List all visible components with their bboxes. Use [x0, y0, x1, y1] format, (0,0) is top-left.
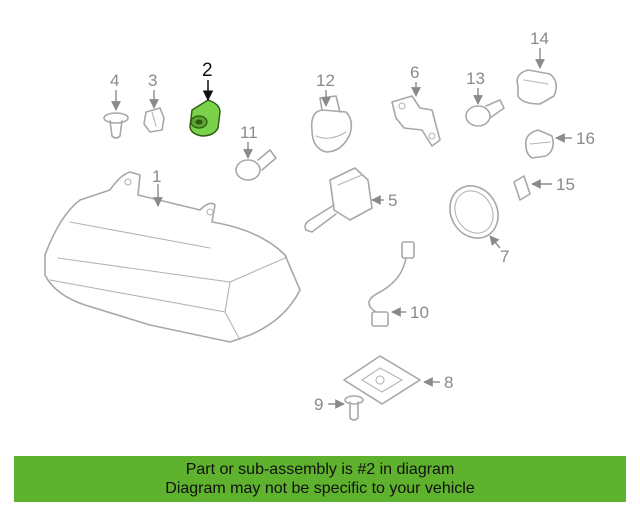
callout-13: 13 — [466, 69, 485, 88]
leader-lines — [111, 48, 572, 409]
banner-line-2: Diagram may not be specific to your vehi… — [165, 480, 475, 497]
ring-part-7[interactable] — [441, 177, 508, 247]
callout-10: 10 — [410, 303, 429, 322]
callout-9: 9 — [314, 395, 323, 414]
callout-12: 12 — [316, 71, 335, 90]
parts-diagram: 4 3 2 1 5 6 7 8 9 10 11 12 13 14 15 16 — [44, 29, 595, 421]
headlamp-assembly[interactable] — [44, 171, 301, 343]
callout-4: 4 — [110, 71, 119, 90]
bracket-part-6[interactable] — [391, 95, 441, 147]
banner-line-1: Part or sub-assembly is #2 in diagram — [185, 461, 455, 478]
callout-15: 15 — [556, 175, 575, 194]
callout-16: 16 — [576, 129, 595, 148]
callout-6: 6 — [410, 63, 419, 82]
callout-5: 5 — [388, 191, 397, 210]
socket-part-16[interactable] — [524, 129, 554, 159]
callout-3: 3 — [148, 71, 157, 90]
clip-part-3[interactable] — [143, 107, 165, 133]
socket-part-12[interactable] — [310, 95, 353, 153]
bulb-part-15[interactable] — [513, 175, 531, 201]
callout-2: 2 — [202, 60, 213, 81]
callout-8: 8 — [444, 373, 453, 392]
callout-11: 11 — [240, 123, 258, 142]
callout-14: 14 — [530, 29, 549, 48]
callout-7: 7 — [500, 247, 509, 266]
callout-1: 1 — [152, 167, 161, 186]
bulb-part-13[interactable] — [465, 99, 505, 127]
gasket-part-8[interactable] — [343, 355, 421, 405]
connector-part-14[interactable] — [516, 69, 558, 105]
screw-part-4[interactable] — [103, 112, 129, 139]
hid-bulb-part-5[interactable] — [304, 167, 373, 233]
harness-part-10[interactable] — [368, 241, 415, 327]
bolt-part-9[interactable] — [344, 395, 364, 421]
info-banner: Part or sub-assembly is #2 in diagram Di… — [14, 456, 626, 502]
nut-part-2[interactable] — [189, 99, 221, 137]
bulb-part-11[interactable] — [235, 149, 277, 181]
